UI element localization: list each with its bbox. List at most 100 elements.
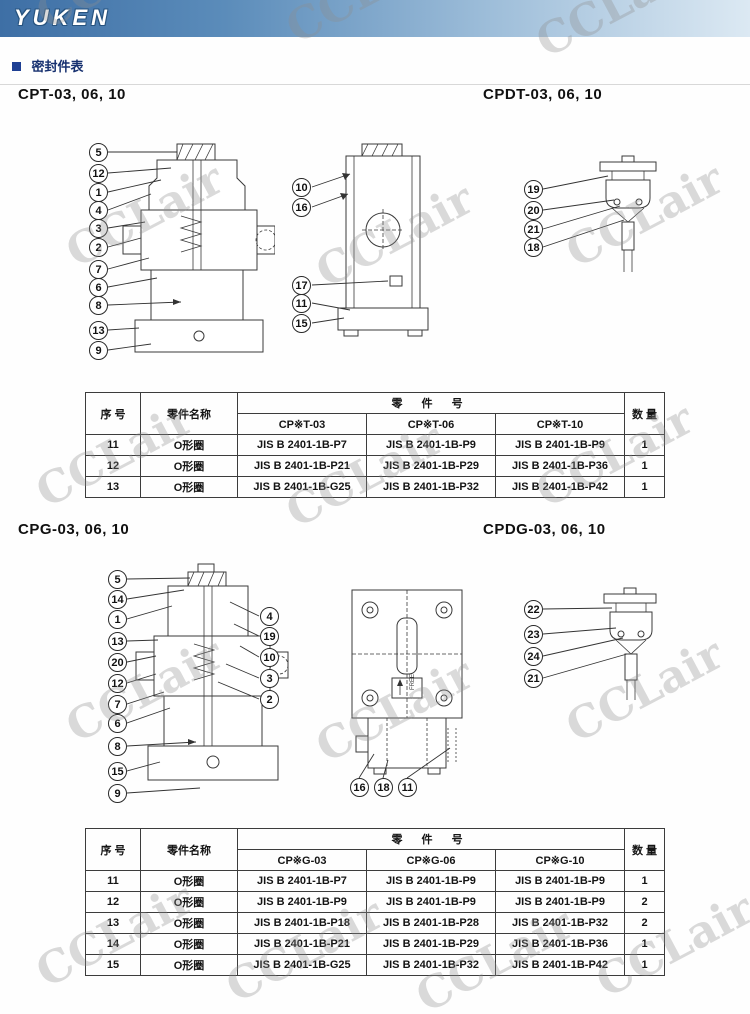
table-cell: O形圈 xyxy=(140,933,238,955)
table-cell: JIS B 2401-1B-P9 xyxy=(494,434,626,456)
page-title: 密封件表 xyxy=(31,59,84,74)
table-row: 15 O形圈 JIS B 2401-1B-G25 JIS B 2401-1B-P… xyxy=(85,954,666,976)
callout-balloon: 15 xyxy=(108,762,127,781)
cpg-front-diagram: FREE 16 18 11 xyxy=(330,578,480,806)
col-header-name: 零件名称 xyxy=(140,828,238,871)
callout-balloon: 4 xyxy=(260,607,279,626)
callout-balloon: 12 xyxy=(108,674,127,693)
table-cell: JIS B 2401-1B-P32 xyxy=(366,476,496,498)
callout-balloon: 19 xyxy=(524,180,543,199)
table-cell: 1 xyxy=(624,954,666,976)
table-row: 12 O形圈 JIS B 2401-1B-P9 JIS B 2401-1B-P9… xyxy=(85,891,666,913)
cpg-section-drawing xyxy=(126,563,289,794)
table-cell: JIS B 2401-1B-P21 xyxy=(237,933,367,955)
parts-table-cpt: 序 号 零件名称 零 件 号 数 量 CP※T-03 CP※T-06 CP※T-… xyxy=(85,392,666,498)
table-cell: JIS B 2401-1B-P9 xyxy=(366,434,496,456)
section-title-bar: 密封件表 xyxy=(0,52,750,85)
table-row: 13 O形圈 JIS B 2401-1B-G25 JIS B 2401-1B-P… xyxy=(85,476,666,498)
callout-balloon: 7 xyxy=(108,695,127,714)
callout-balloon: 2 xyxy=(89,238,108,257)
section-marker-icon xyxy=(12,62,21,71)
table-cell: JIS B 2401-1B-P7 xyxy=(237,434,367,456)
table-cell: JIS B 2401-1B-P9 xyxy=(494,870,626,892)
table-cell: 1 xyxy=(624,455,666,477)
callout-balloon: 4 xyxy=(89,201,108,220)
callout-balloon: 11 xyxy=(398,778,417,797)
callout-balloon: 21 xyxy=(524,220,543,239)
table-cell: JIS B 2401-1B-P9 xyxy=(494,891,626,913)
table-row: 11 O形圈 JIS B 2401-1B-P7 JIS B 2401-1B-P9… xyxy=(85,434,666,456)
callout-balloon: 6 xyxy=(108,714,127,733)
parts-table-cpg: 序 号 零件名称 零 件 号 数 量 CP※G-03 CP※G-06 CP※G-… xyxy=(85,828,666,976)
callout-balloon: 3 xyxy=(260,669,279,688)
table-cell: 13 xyxy=(85,476,141,498)
callout-balloon: 12 xyxy=(89,164,108,183)
callout-balloon: 10 xyxy=(260,648,279,667)
callout-balloon: 5 xyxy=(108,570,127,589)
table-cell: JIS B 2401-1B-P32 xyxy=(366,954,496,976)
col-header-model: CP※G-03 xyxy=(237,849,367,871)
callout-balloon: 16 xyxy=(350,778,369,797)
callout-balloon: 24 xyxy=(524,647,543,666)
callout-balloon: 13 xyxy=(89,321,108,340)
callout-balloon: 1 xyxy=(108,610,127,629)
cpt-section-diagram: 5 12 1 4 3 2 7 6 8 13 9 xyxy=(85,138,275,363)
callout-balloon: 23 xyxy=(524,625,543,644)
table-cell: JIS B 2401-1B-G25 xyxy=(237,476,367,498)
col-header-part: 零 件 号 xyxy=(236,392,626,414)
table-cell: 11 xyxy=(85,870,141,892)
table-cell: JIS B 2401-1B-P42 xyxy=(494,476,626,498)
cpdt-detail-diagram: 19 20 21 18 xyxy=(520,150,690,282)
heading-cpt: CPT-03, 06, 10 xyxy=(18,86,126,103)
table-cell: 1 xyxy=(624,870,666,892)
heading-cpdg: CPDG-03, 06, 10 xyxy=(483,521,606,538)
col-header-model: CP※T-03 xyxy=(237,413,367,435)
table-row: 12 O形圈 JIS B 2401-1B-P21 JIS B 2401-1B-P… xyxy=(85,455,666,477)
callout-balloon: 20 xyxy=(108,653,127,672)
col-header-qty: 数 量 xyxy=(624,392,666,435)
table-cell: JIS B 2401-1B-P28 xyxy=(366,912,496,934)
table-cell: JIS B 2401-1B-P21 xyxy=(237,455,367,477)
col-header-model: CP※G-06 xyxy=(366,849,496,871)
yuken-logo: YUKEN xyxy=(14,5,112,30)
heading-cpdt: CPDT-03, 06, 10 xyxy=(483,86,603,103)
callout-balloon: 18 xyxy=(524,238,543,257)
table-cell: 11 xyxy=(85,434,141,456)
callout-balloon: 14 xyxy=(108,590,127,609)
table-cell: JIS B 2401-1B-P7 xyxy=(237,870,367,892)
table-cell: 13 xyxy=(85,912,141,934)
table-cell: 2 xyxy=(624,891,666,913)
callout-balloon: 5 xyxy=(89,143,108,162)
table-cell: O形圈 xyxy=(140,870,238,892)
table-cell: JIS B 2401-1B-P29 xyxy=(366,455,496,477)
callout-balloon: 16 xyxy=(292,198,311,217)
callout-balloon: 18 xyxy=(374,778,393,797)
callout-balloon: 22 xyxy=(524,600,543,619)
table-cell: JIS B 2401-1B-P36 xyxy=(494,933,626,955)
table-cell: JIS B 2401-1B-P18 xyxy=(237,912,367,934)
col-header-part: 零 件 号 xyxy=(236,828,626,850)
col-header-name: 零件名称 xyxy=(140,392,238,435)
col-header-no: 序 号 xyxy=(85,828,141,871)
table-cell: 12 xyxy=(85,891,141,913)
table-cell: JIS B 2401-1B-P29 xyxy=(366,933,496,955)
col-header-model: CP※G-10 xyxy=(494,849,626,871)
callout-balloon: 17 xyxy=(292,276,311,295)
callout-balloon: 8 xyxy=(108,737,127,756)
col-header-model: CP※T-10 xyxy=(494,413,626,435)
table-cell: 1 xyxy=(624,933,666,955)
col-header-qty: 数 量 xyxy=(624,828,666,871)
cpg-front-drawing: FREE xyxy=(351,589,463,779)
free-label: FREE xyxy=(410,674,416,690)
table-row: 14 O形圈 JIS B 2401-1B-P21 JIS B 2401-1B-P… xyxy=(85,933,666,955)
table-cell: O形圈 xyxy=(140,912,238,934)
col-header-no: 序 号 xyxy=(85,392,141,435)
cpg-section-diagram: 5 14 1 13 20 12 7 6 8 15 9 4 19 10 3 2 xyxy=(100,562,290,803)
callout-balloon: 2 xyxy=(260,690,279,709)
table-cell: JIS B 2401-1B-G25 xyxy=(237,954,367,976)
table-cell: O形圈 xyxy=(140,476,238,498)
table-cell: JIS B 2401-1B-P9 xyxy=(366,870,496,892)
table-cell: O形圈 xyxy=(140,455,238,477)
table-cell: 1 xyxy=(624,476,666,498)
